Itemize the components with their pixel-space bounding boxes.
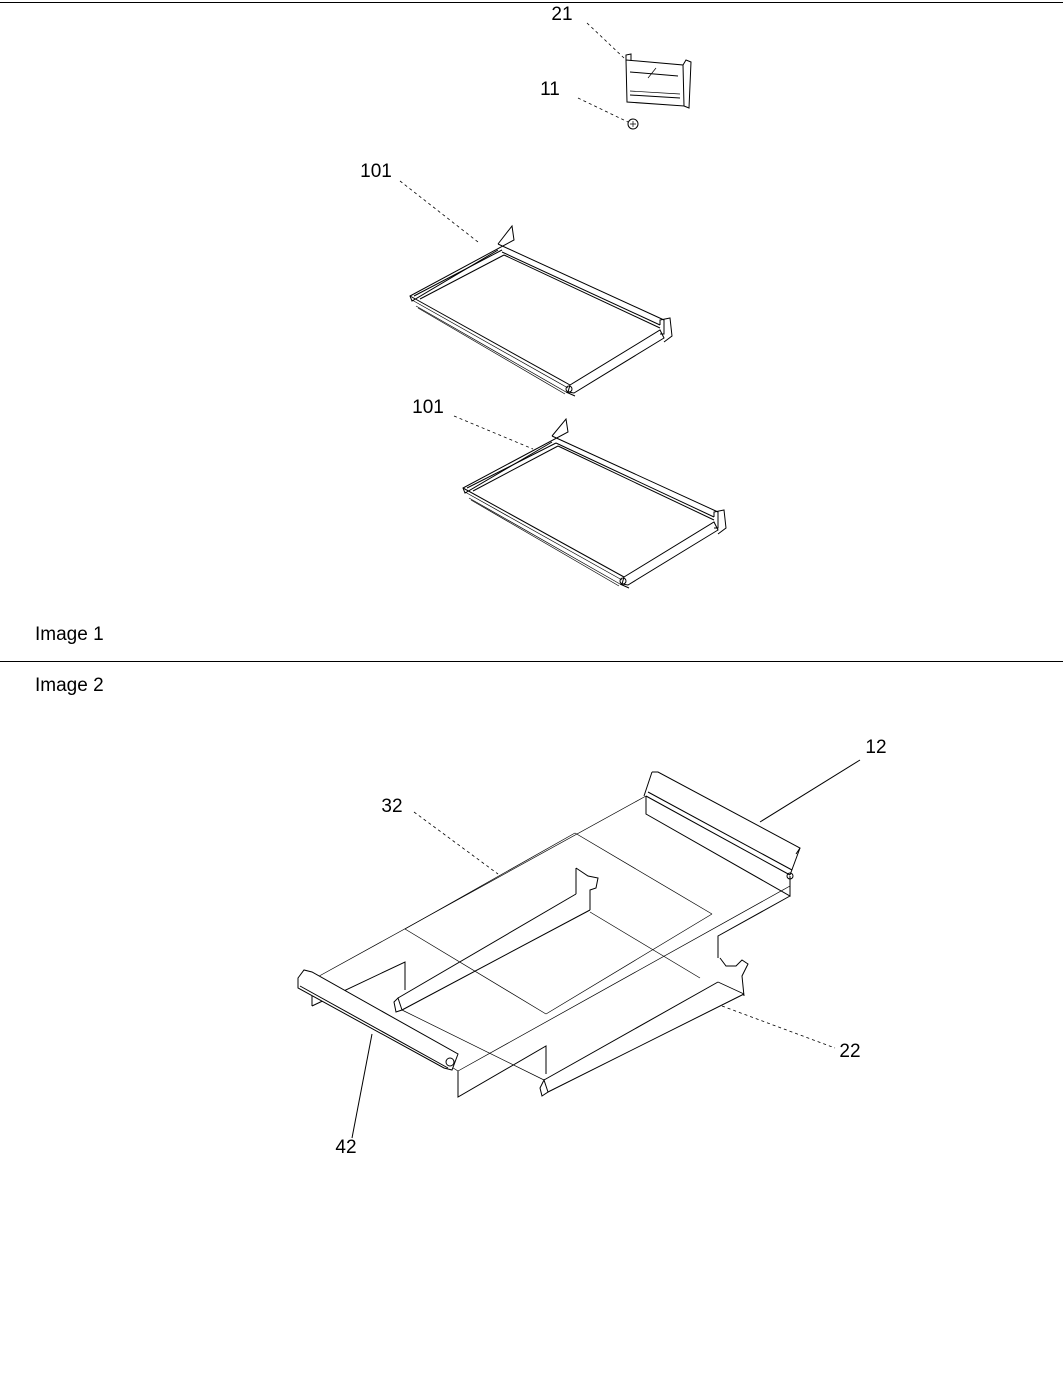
leader-32 [413, 811, 499, 875]
lower-shelf [462, 417, 727, 589]
part-21-bracket [625, 53, 692, 109]
leader-101-top [399, 180, 479, 243]
callout-12: 12 [865, 737, 887, 758]
figure-1-caption: Image 1 [35, 624, 104, 645]
leader-12 [759, 759, 861, 823]
part-11-screw [627, 118, 639, 130]
leader-42 [351, 1033, 373, 1139]
figure-1-drawing [399, 22, 727, 589]
callout-11: 11 [540, 79, 560, 100]
top-rule [0, 2, 1063, 3]
callout-101-bottom: 101 [412, 397, 444, 418]
shelf-frame [311, 796, 791, 1098]
part-42-front-trim [297, 969, 459, 1071]
leader-101-bottom [453, 415, 534, 450]
callout-21: 21 [551, 4, 573, 25]
callout-42: 42 [335, 1137, 357, 1158]
leader-22 [721, 1005, 836, 1049]
callout-32: 32 [381, 796, 403, 817]
leader-21 [586, 22, 625, 59]
upper-shelf [409, 224, 673, 397]
part-12-rear-trim [643, 771, 801, 880]
section-divider [0, 661, 1063, 662]
callout-22: 22 [839, 1041, 861, 1062]
figure-2-caption: Image 2 [35, 675, 104, 696]
callout-101-top: 101 [360, 161, 392, 182]
